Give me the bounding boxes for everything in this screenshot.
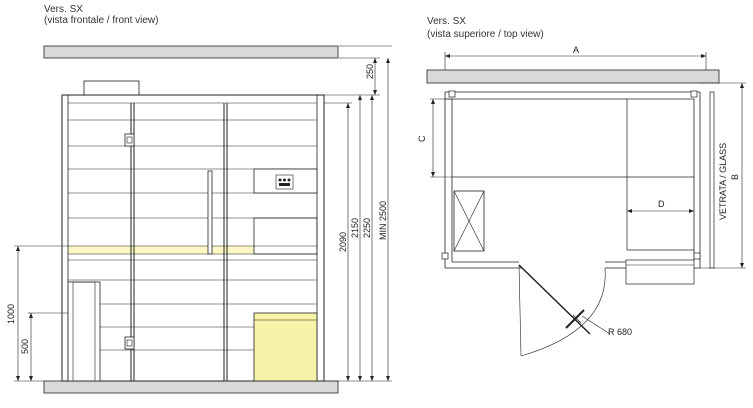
dim-2250: 2250 [362,218,372,238]
top-bench [452,99,694,251]
door-handle-top [565,309,585,329]
label-glass: VETRATA / GLASS [718,143,728,220]
hinge-top [124,133,135,147]
dim-2150: 2150 [350,218,360,238]
front-cabin [61,94,325,382]
control-display-icon [275,174,294,190]
front-ceiling [43,45,339,59]
label-a: A [573,45,579,55]
front-view-title: Vers. SX [44,4,83,15]
top-step [625,259,695,285]
door-handle [207,170,213,255]
dim-a-line [444,52,707,70]
corner-post-tr [690,90,698,98]
door-leaf [518,264,591,335]
top-wall-slab [426,69,720,84]
door-swing-arc [520,267,606,357]
front-floor [43,380,339,394]
front-roof-vent [83,80,140,96]
front-dimension-lines [14,45,392,382]
radius-leader [581,315,611,335]
hinge-bottom [124,336,135,350]
front-dimension-arrows [16,58,390,381]
heater [253,312,318,382]
bench-highlight [68,246,254,254]
top-view-subtitle: (vista superiore / top view) [427,29,544,40]
dim-2090: 2090 [338,232,348,252]
bench-left [67,281,101,382]
glass-wall [709,91,715,269]
dim-250: 250 [365,64,375,79]
dim-1000: 1000 [6,304,16,324]
label-d: D [658,199,665,209]
dim-c-line [430,98,452,178]
dim-b-line [700,82,746,269]
corner-post-tl [448,90,456,98]
backrest-block [253,217,318,255]
top-view-title: Vers. SX [427,16,466,27]
front-view-subtitle: (vista frontale / front view) [44,15,158,26]
corner-post-br [693,252,701,260]
corner-post-bl [441,252,449,260]
door-frame [130,103,228,381]
label-c: C [417,135,427,142]
dim-500: 500 [20,339,30,354]
label-radius: R 680 [608,327,632,337]
dim-min-2500: MIN 2500 [378,201,388,240]
label-b: B [730,174,740,180]
